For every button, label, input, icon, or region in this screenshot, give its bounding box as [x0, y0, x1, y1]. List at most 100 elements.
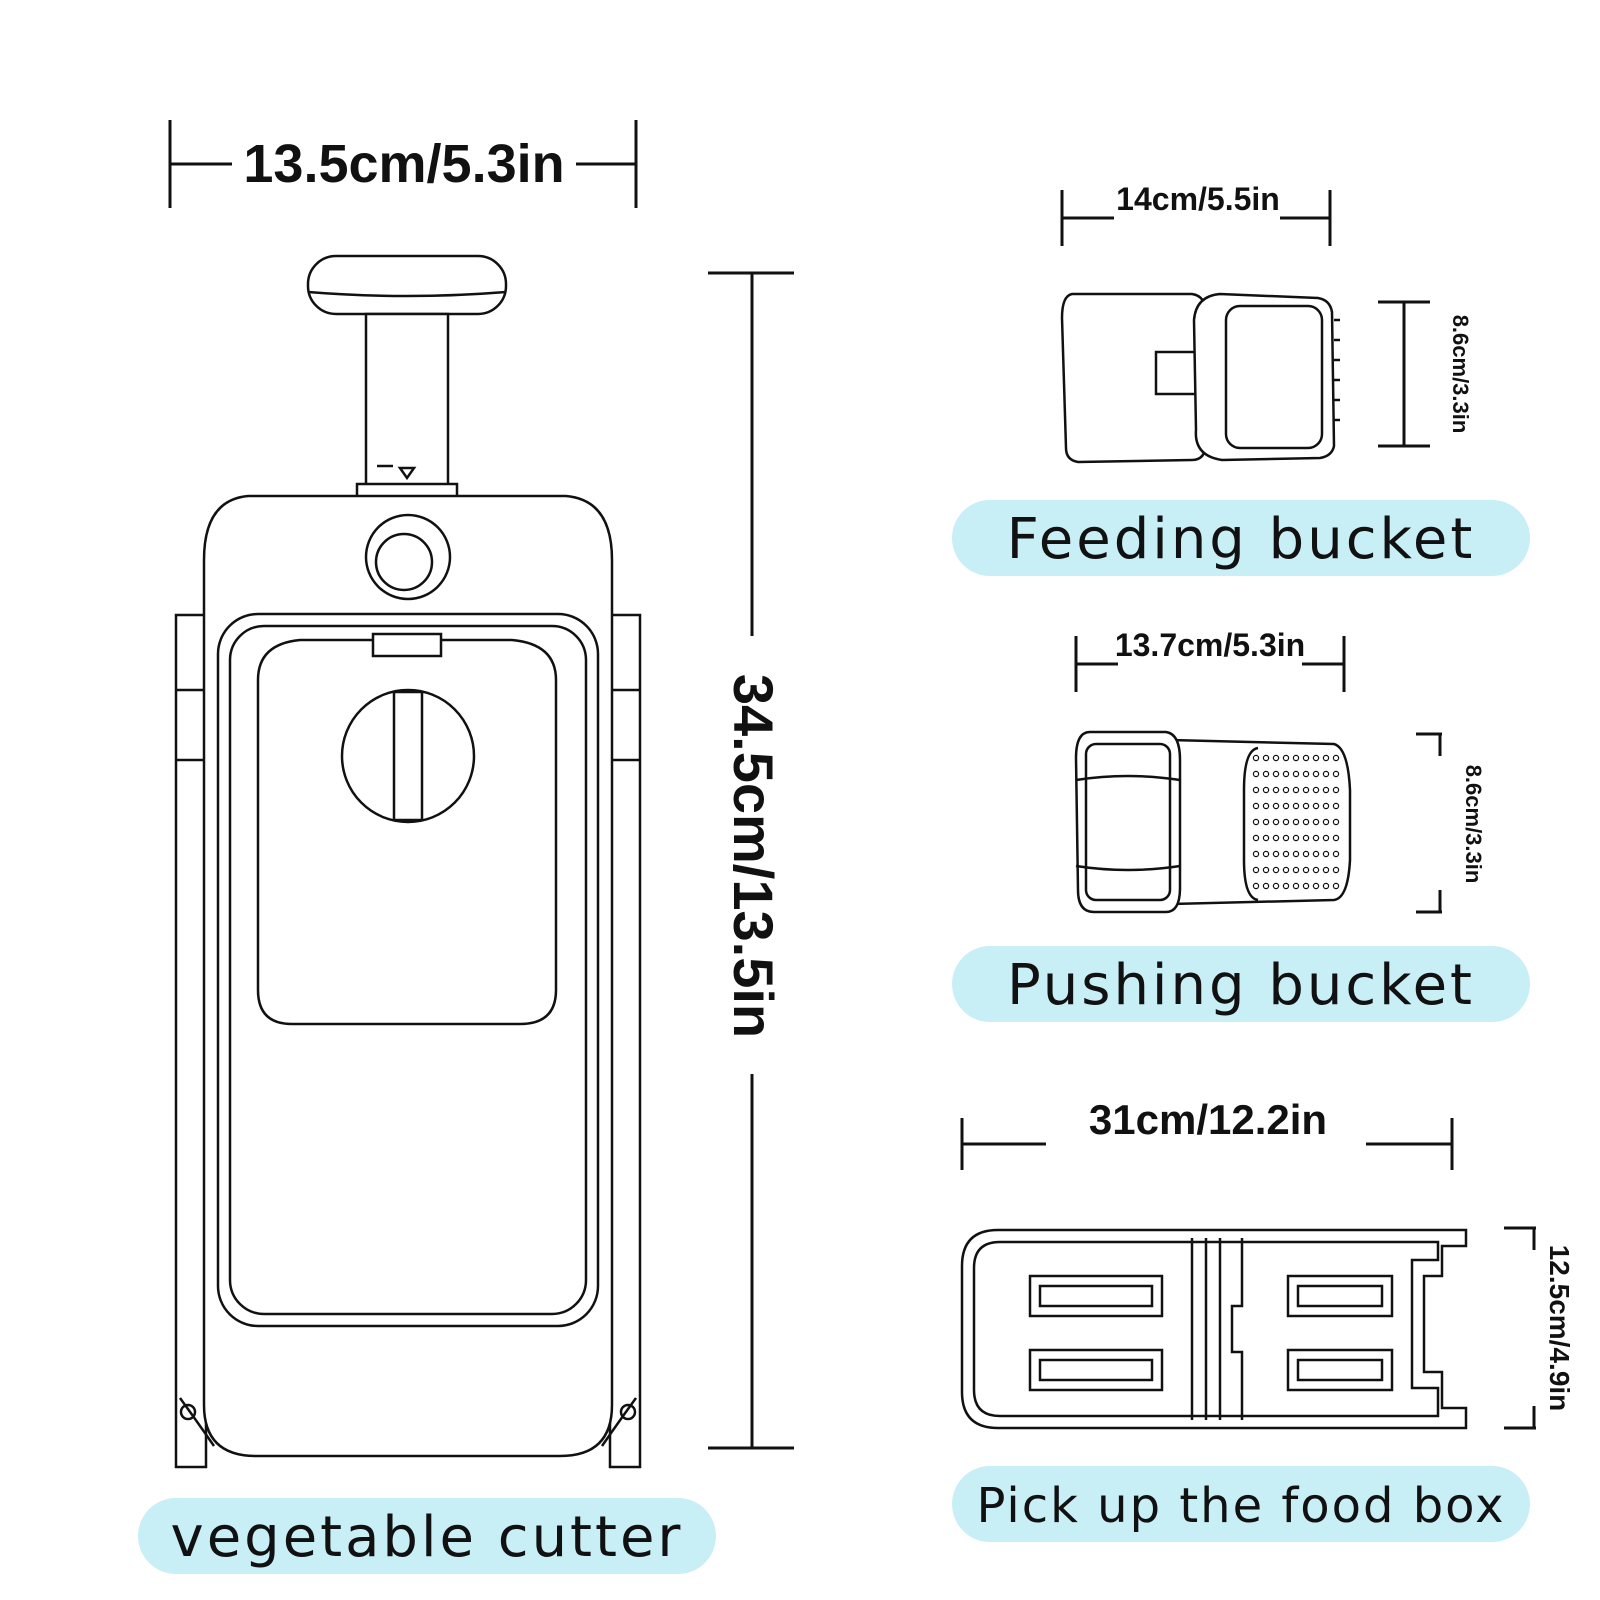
perforation-hole	[1302, 850, 1310, 858]
perforation-hole	[1292, 770, 1300, 778]
perforation-hole	[1292, 866, 1300, 874]
perforation-hole	[1272, 850, 1280, 858]
perforation-hole	[1312, 818, 1320, 826]
perforation-hole	[1312, 866, 1320, 874]
perforation-hole	[1262, 882, 1270, 890]
perforation-hole	[1252, 850, 1260, 858]
perforation-hole	[1282, 818, 1290, 826]
feeding-bucket-height-dimension-line	[1378, 300, 1430, 448]
perforation-hole	[1302, 882, 1310, 890]
perforation-hole	[1252, 866, 1260, 874]
perforation-hole	[1252, 882, 1260, 890]
perforation-hole	[1322, 834, 1330, 842]
perforation-hole	[1282, 866, 1290, 874]
perforation-hole	[1282, 802, 1290, 810]
vegetable-cutter-illustration	[174, 254, 642, 1469]
perforation-hole	[1272, 882, 1280, 890]
pushing-bucket-group: 13.7cm/5.3in 8.6cm/3.3in Pushing bucket	[952, 627, 1530, 1022]
perforation-hole	[1312, 770, 1320, 778]
perforation-hole	[1332, 882, 1340, 890]
food-box-width-label: 31cm/12.2in	[1089, 1096, 1327, 1143]
perforation-hole	[1302, 834, 1310, 842]
perforation-hole	[1252, 770, 1260, 778]
perforation-hole	[1262, 866, 1270, 874]
food-box-height-label: 12.5cm/4.9in	[1544, 1245, 1575, 1412]
perforation-hole	[1322, 754, 1330, 762]
food-box-illustration	[960, 1228, 1468, 1430]
perforation-hole	[1252, 834, 1260, 842]
perforation-hole	[1312, 834, 1320, 842]
vegetable-cutter-label: vegetable cutter	[171, 1505, 684, 1570]
food-box-label: Pick up the food box	[977, 1478, 1506, 1534]
perforation-hole	[1272, 802, 1280, 810]
food-box-width-dimension-line	[960, 1118, 1454, 1170]
perforation-hole	[1332, 770, 1340, 778]
perforation-hole	[1312, 754, 1320, 762]
perforation-hole	[1292, 818, 1300, 826]
perforation-hole	[1332, 818, 1340, 826]
feeding-bucket-illustration	[1060, 292, 1340, 464]
perforation-hole	[1272, 834, 1280, 842]
vegetable-cutter-label-pill	[138, 1498, 716, 1574]
perforation-hole	[1292, 786, 1300, 794]
perforation-hole	[1332, 802, 1340, 810]
perforation-hole	[1322, 850, 1330, 858]
perforation-hole	[1292, 834, 1300, 842]
pushing-bucket-label-pill	[952, 946, 1530, 1022]
perforation-hole	[1312, 802, 1320, 810]
perforation-hole	[1322, 802, 1330, 810]
perforation-hole	[1302, 770, 1310, 778]
pushing-bucket-holes	[1252, 754, 1340, 890]
perforation-hole	[1292, 802, 1300, 810]
perforation-hole	[1332, 786, 1340, 794]
perforation-hole	[1302, 818, 1310, 826]
cutter-height-dimension-line	[708, 271, 794, 1450]
perforation-hole	[1262, 770, 1270, 778]
feeding-bucket-ribs	[1334, 318, 1340, 422]
perforation-hole	[1262, 802, 1270, 810]
perforation-hole	[1272, 754, 1280, 762]
perforation-hole	[1292, 850, 1300, 858]
perforation-hole	[1282, 754, 1290, 762]
cutter-width-label: 13.5cm/5.3in	[243, 134, 564, 194]
perforation-hole	[1292, 882, 1300, 890]
perforation-hole	[1292, 754, 1300, 762]
food-box-height-dimension-line	[1504, 1226, 1536, 1430]
cutter-width-dimension-line	[168, 120, 638, 208]
perforation-hole	[1312, 850, 1320, 858]
perforation-hole	[1312, 882, 1320, 890]
perforation-hole	[1332, 754, 1340, 762]
perforation-hole	[1252, 754, 1260, 762]
perforation-hole	[1302, 786, 1310, 794]
perforation-hole	[1322, 866, 1330, 874]
feeding-bucket-label: Feeding bucket	[1007, 507, 1476, 572]
perforation-hole	[1302, 866, 1310, 874]
perforation-hole	[1282, 770, 1290, 778]
feeding-bucket-height-label: 8.6cm/3.3in	[1448, 315, 1473, 434]
perforation-hole	[1302, 802, 1310, 810]
pushing-bucket-height-label: 8.6cm/3.3in	[1461, 765, 1486, 884]
perforation-hole	[1322, 882, 1330, 890]
perforation-hole	[1272, 866, 1280, 874]
perforation-hole	[1262, 754, 1270, 762]
perforation-hole	[1282, 834, 1290, 842]
feeding-bucket-width-dimension-line	[1060, 190, 1332, 246]
perforation-hole	[1322, 786, 1330, 794]
pushing-bucket-width-dimension-line	[1074, 636, 1346, 692]
perforation-hole	[1312, 786, 1320, 794]
pushing-bucket-illustration	[1074, 730, 1352, 914]
perforation-hole	[1252, 786, 1260, 794]
pushing-bucket-width-label: 13.7cm/5.3in	[1115, 627, 1305, 663]
cutter-height-label: 34.5cm/13.5in	[722, 674, 785, 1038]
perforation-hole	[1332, 866, 1340, 874]
perforation-hole	[1262, 818, 1270, 826]
perforation-hole	[1252, 802, 1260, 810]
perforation-hole	[1272, 786, 1280, 794]
perforation-hole	[1262, 834, 1270, 842]
perforation-hole	[1252, 818, 1260, 826]
feeding-bucket-width-label: 14cm/5.5in	[1116, 181, 1280, 217]
perforation-hole	[1282, 850, 1290, 858]
perforation-hole	[1282, 786, 1290, 794]
perforation-hole	[1302, 754, 1310, 762]
